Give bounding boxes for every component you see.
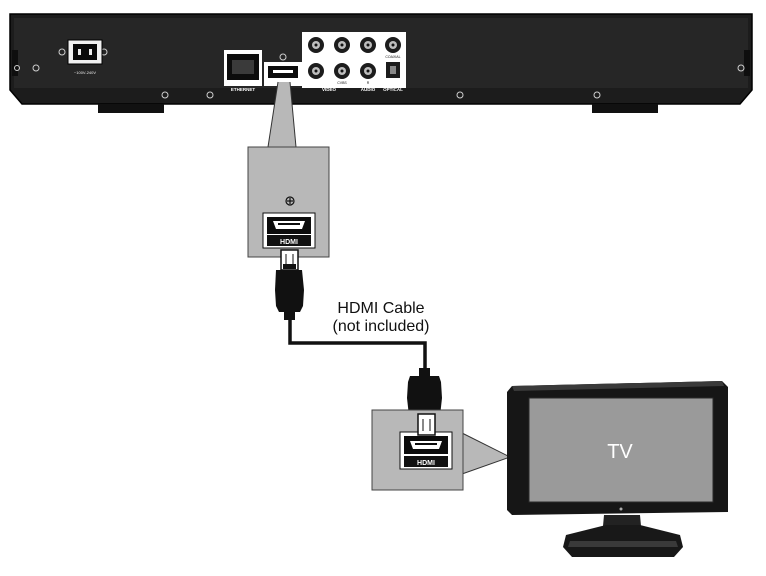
- player-foot-right: [592, 104, 658, 113]
- tv-screen: [529, 398, 713, 502]
- power-label: ~100V-240V: [74, 70, 96, 75]
- hdmi-port-icon: HDMI: [262, 212, 316, 249]
- cable-label-line1: HDMI Cable: [337, 300, 424, 317]
- cvbs-label: CVBS: [337, 81, 347, 85]
- cable-wire: [288, 318, 427, 372]
- right-label: R: [367, 81, 370, 85]
- tv-label: TV: [607, 441, 633, 463]
- video-jacks-panel: CVBS VIDEO: [302, 32, 356, 92]
- hdmi-plug-tip: [417, 413, 436, 436]
- tv-callout-hdmi-label: HDMI: [417, 460, 435, 467]
- hdmi-cable: HDMI Cable (not included): [275, 249, 442, 436]
- player-back-panel: ~100V-240V ETHERNET HDMI: [9, 13, 753, 113]
- player-callout-hdmi-label: HDMI: [280, 239, 298, 246]
- television: TV: [507, 381, 728, 557]
- ethernet-label: ETHERNET: [231, 87, 256, 92]
- tv-hdmi-callout: HDMI: [371, 409, 464, 491]
- coaxial-label: COAXIAL: [385, 55, 400, 59]
- optical-label: OPTICAL: [383, 87, 403, 92]
- power-inlet: ~100V-240V: [67, 39, 103, 75]
- power-indicator-icon: [619, 507, 623, 511]
- audio-jacks-panel: R AUDIO: [356, 32, 380, 92]
- audio-label: AUDIO: [361, 87, 376, 92]
- screw-icon: [14, 48, 745, 99]
- hdmi-plug-top: [275, 249, 304, 320]
- tv-callout-pointer: [461, 432, 511, 475]
- screw-icon: [285, 196, 295, 206]
- digital-audio-panel: COAXIAL OPTICAL: [380, 32, 406, 92]
- cable-label-line2: (not included): [333, 318, 430, 335]
- player-callout-pointer: [267, 81, 297, 148]
- video-label: VIDEO: [322, 87, 337, 92]
- hdmi-port-icon: HDMI: [399, 431, 453, 470]
- player-hdmi-callout: HDMI: [247, 146, 330, 258]
- player-foot-left: [98, 104, 164, 113]
- ethernet-port: ETHERNET: [224, 50, 262, 92]
